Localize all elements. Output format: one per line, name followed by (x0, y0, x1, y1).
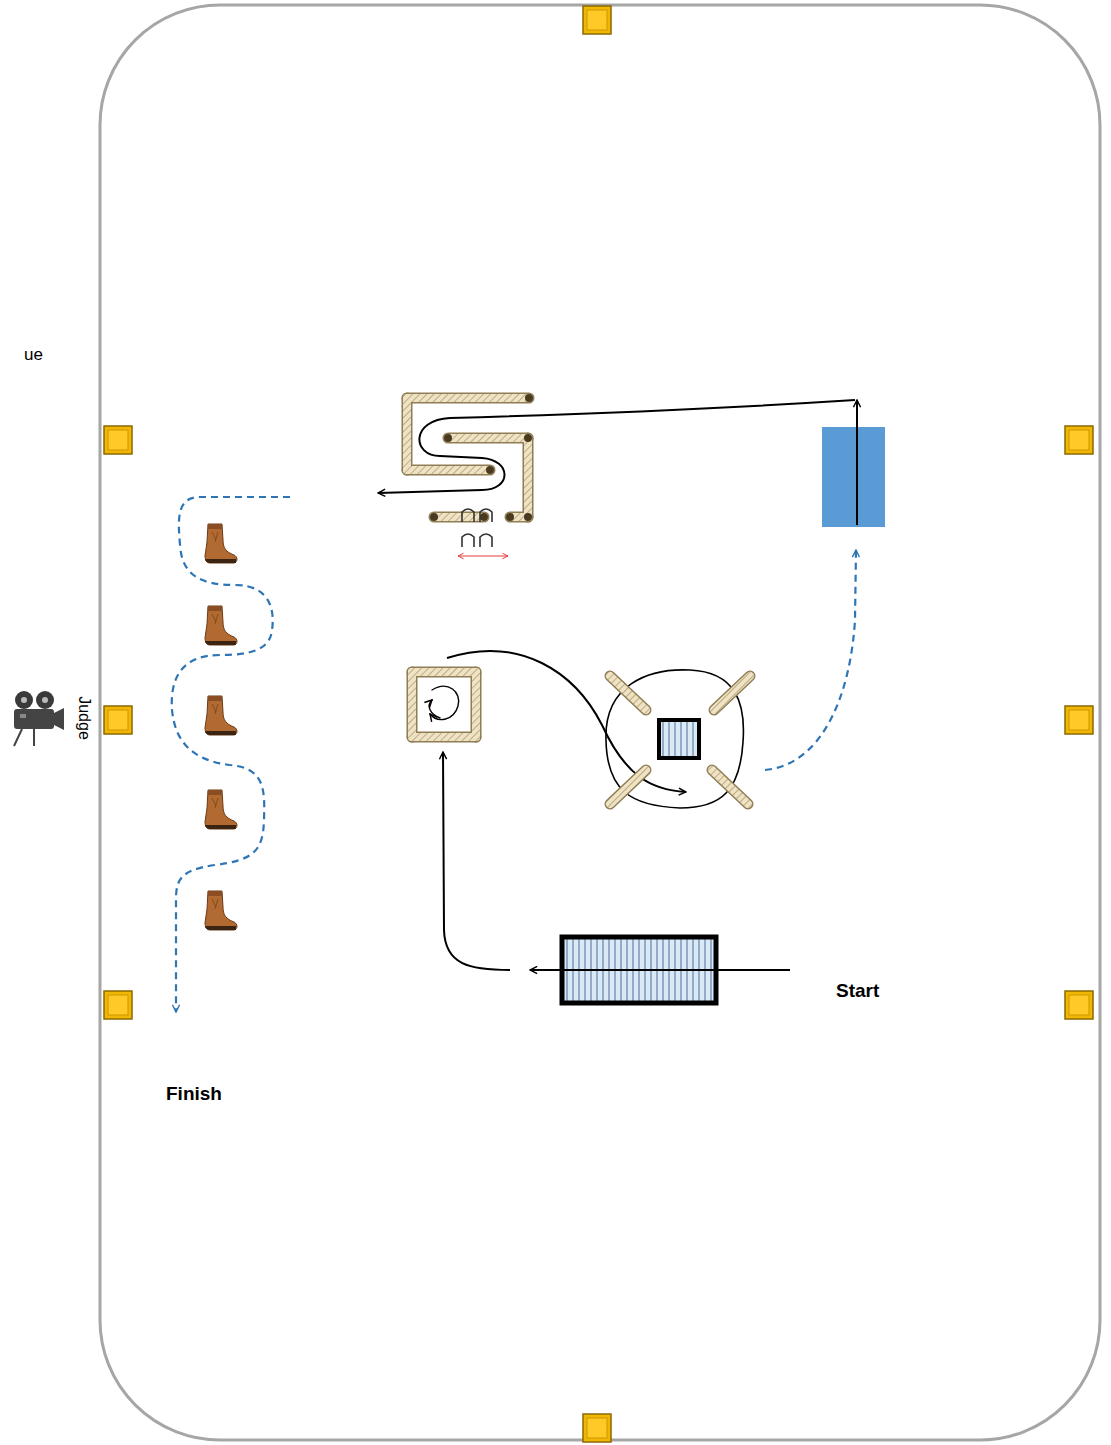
route-line (172, 497, 290, 1012)
cross-poles (606, 670, 750, 808)
route-line (856, 400, 858, 525)
pole-box (412, 672, 476, 737)
water-obstacle (822, 427, 885, 527)
start-label: Start (836, 980, 879, 1002)
cut-off-note: ue (24, 345, 43, 365)
route-line (378, 400, 855, 493)
route-line (530, 969, 790, 971)
finish-label: Finish (166, 1083, 222, 1105)
route-line (765, 550, 856, 770)
arena-markers (104, 6, 1093, 1442)
camera-icon (14, 691, 64, 746)
cavaletti-symbol (462, 509, 492, 547)
judge-label: Judge (75, 696, 93, 740)
boot-markers (205, 524, 237, 930)
route-line (443, 752, 510, 970)
distance-arrow (458, 555, 508, 556)
arena-fence (100, 5, 1100, 1440)
